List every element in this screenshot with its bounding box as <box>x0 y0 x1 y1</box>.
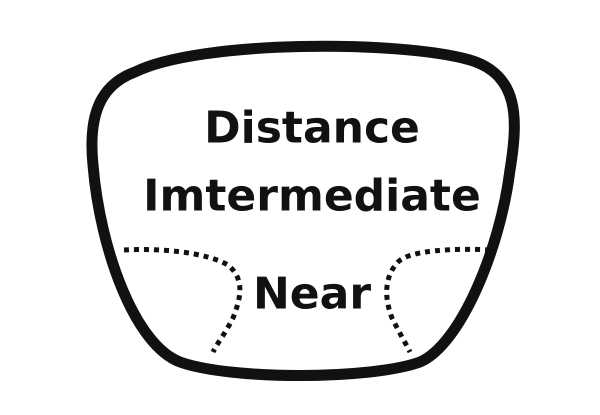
near-zone-label: Near <box>253 269 371 320</box>
intermediate-zone-label: Imtermediate <box>143 171 481 222</box>
near-zone-left-boundary <box>123 247 243 354</box>
distance-zone-label: Distance <box>204 103 420 154</box>
near-zone-right-boundary <box>384 246 491 354</box>
lens-outline <box>86 40 520 381</box>
